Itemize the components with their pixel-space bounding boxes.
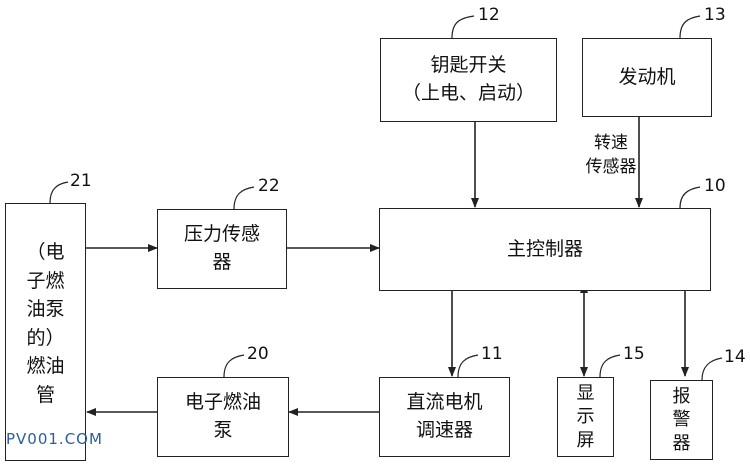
ref-11: 11	[481, 344, 503, 364]
ref-22: 22	[258, 176, 280, 196]
watermark-text: PV001.COM	[6, 430, 103, 448]
main-controller-label: 主控制器	[506, 237, 583, 260]
leader-14	[701, 357, 723, 381]
ref-21: 21	[70, 171, 92, 191]
speed-sensor-line2: 传感器	[585, 156, 637, 177]
fuel-pipe-line3: 油泵	[26, 298, 65, 320]
fuel-pipe-line6: 管	[35, 383, 55, 406]
engine-block: 发动机	[582, 38, 712, 117]
fuel-pump-line2: 泵	[213, 419, 233, 441]
main-controller-block: 主控制器	[379, 208, 711, 291]
ref-15: 15	[623, 344, 645, 364]
alarm-block: 报 警 器	[650, 380, 713, 460]
ref-20: 20	[247, 344, 269, 364]
display-line2: 示	[576, 406, 595, 428]
dc-motor-governor-block: 直流电机 调速器	[379, 377, 510, 457]
leader-12	[451, 15, 475, 39]
pressure-sensor-line2: 器	[212, 251, 232, 273]
leader-10	[679, 186, 701, 209]
fuel-pipe-line4: 的）	[26, 326, 65, 349]
ref-12: 12	[478, 5, 500, 25]
fuel-pipe-block: （电 子燃 油泵 的） 燃油 管	[5, 203, 86, 461]
ref-14: 14	[724, 347, 746, 367]
leader-20	[223, 354, 245, 378]
electronic-fuel-pump-block: 电子燃油 泵	[157, 377, 289, 457]
key-switch-block: 钥匙开关 （上电、启动）	[380, 38, 557, 122]
speed-sensor-label: 转速 传感器	[576, 132, 646, 180]
ref-13: 13	[704, 5, 726, 25]
speed-sensor-line1: 转速	[594, 133, 628, 153]
alarm-line1: 报	[672, 385, 691, 407]
display-line1: 显	[576, 382, 595, 404]
display-line3: 屏	[576, 429, 595, 451]
fuel-pump-line1: 电子燃油	[184, 391, 261, 414]
leader-11	[457, 354, 479, 378]
leader-22	[233, 186, 255, 210]
governor-line2: 调速器	[415, 419, 473, 441]
fuel-pipe-line2: 子燃	[26, 269, 65, 292]
display-block: 显 示 屏	[557, 377, 614, 457]
engine-label: 发动机	[618, 65, 676, 88]
leader-13	[679, 15, 701, 39]
fuel-pipe-line1: （电	[26, 241, 65, 263]
alarm-line3: 器	[672, 432, 691, 454]
leader-21	[49, 181, 69, 204]
ref-10: 10	[704, 176, 726, 196]
pressure-sensor-block: 压力传感 器	[157, 209, 287, 289]
alarm-line2: 警	[672, 409, 691, 431]
leader-15	[599, 354, 621, 378]
key-switch-label-line2: （上电、启动）	[401, 82, 535, 104]
pressure-sensor-line1: 压力传感	[183, 223, 260, 246]
key-switch-label-line1: 钥匙开关	[430, 54, 507, 77]
governor-line1: 直流电机	[406, 391, 483, 414]
fuel-pipe-line5: 燃油	[26, 355, 65, 377]
